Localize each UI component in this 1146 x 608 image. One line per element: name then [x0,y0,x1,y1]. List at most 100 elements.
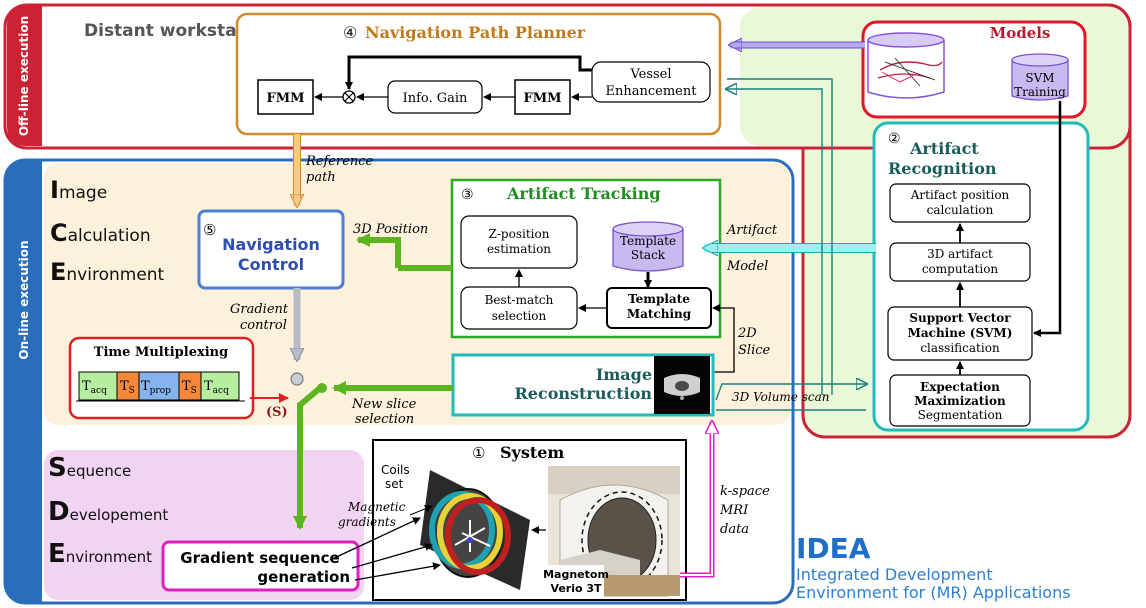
vessel-model-cylinder [867,32,945,99]
arrow-artifact-model-outline [712,243,876,253]
online-tab [6,160,42,602]
planner-box [235,12,722,136]
idea-title: IDEA [796,532,871,565]
ice-line-2: Calculation [50,219,151,247]
coils-label-1: Coils [381,463,410,477]
cell-tprop: Tprop [141,379,171,396]
models-title: Models [990,24,1051,42]
scanner-label-1: Magnetom [543,568,609,581]
zpos-2: estimation [487,242,551,256]
label-reference-2: path [306,170,336,185]
fmm-left-box [257,79,314,115]
label-slice-2: Slice [738,343,771,358]
info-gain-label: Info. Gain [403,91,468,106]
label-volume-scan: 3D Volume scan [732,390,829,404]
stack-1: Template [620,234,676,248]
recognition-title-1: Artifact [909,139,979,158]
label-gradient-1: Gradient [230,302,289,317]
teal-arrow-volume [715,384,866,401]
coils-illustration [420,470,530,590]
sde-line-3: Environment [48,539,152,569]
svm-label-2: Training [1014,85,1066,99]
planner-number: ④ [343,23,357,42]
switch-node-gray [290,372,304,386]
grad-label-2: gradients [338,515,396,529]
svm-label-1: SVM [1025,71,1054,85]
vessel-label-1: Vessel [629,67,671,82]
svm-class-1: Support Vector [909,311,1011,325]
sde-line-2: Developement [48,497,168,527]
multiplex-timeline [76,371,245,402]
reconstruction-title-1: Image [596,365,652,384]
svm-training-cylinder [1011,53,1069,101]
idea-line-2: Environment for (MR) Applications [796,583,1071,602]
svm-class-2: Machine (SVM) [908,326,1013,340]
arrow-seq-coils-3 [354,562,441,581]
svm-class-3: classification [920,341,1000,355]
arrow-2d-slice [710,304,735,373]
multiplier-cross [344,92,354,102]
planner-title: Navigation Path Planner [365,23,586,42]
teal-arrow-vessel-2 [727,78,833,395]
idea-line-1: Integrated Development [796,565,993,584]
navigation-title-1: Navigation [222,235,320,254]
arrow-kspace-inner [680,428,713,576]
offline-tab [7,5,42,146]
label-reference-1: Reference [305,154,374,169]
cell-ts-1: TS [120,379,135,396]
label-kspace-2: MRI [719,503,749,518]
cell-ts-2: TS [182,379,197,396]
mri-slice-image [654,356,710,414]
em-seg-3: Segmentation [918,408,1003,422]
arrow-grad-label [409,504,433,516]
switch-lever [298,385,322,408]
em-seg-2: Maximization [914,394,1006,408]
template-stack-cylinder [612,221,684,272]
vessel-box [591,61,711,103]
online-label: On-line execution [17,240,31,359]
label-3d-position: 3D Position [353,222,428,237]
workstation-label: Distant workstation [84,21,274,41]
sde-line-1: Sequence [48,453,131,483]
position-calc-1: Artifact position [910,188,1010,202]
label-new-slice-2: selection [355,412,414,427]
em-seg-1: Expectation [920,380,1000,394]
artifact-3d-2: computation [922,262,999,276]
matching-1: Template [628,292,690,306]
ice-line-1: Image [50,176,107,204]
scanner-label-2: Verio 3T [550,582,602,595]
position-calc-box [889,183,1031,223]
stack-2: Stack [631,248,666,262]
label-artifact-1: Artifact [726,223,778,238]
artifact-3d-1: 3D artifact [927,247,993,261]
recognition-title-2: Recognition [888,159,997,178]
recognition-number: ② [888,131,901,147]
arrow-3d-position [356,233,401,268]
matching-2: Matching [627,307,692,321]
navigation-title-2: Control [238,255,304,274]
navigation-box [197,209,345,290]
teal-arrow-vessel [727,89,823,395]
best-match-2: selection [492,309,547,323]
label-gradient-2: control [240,318,287,333]
scanner-caption-bg [548,565,604,597]
system-number: ① [472,444,485,462]
arrow-seq-coils-2 [351,543,433,569]
label-kspace-3: data [720,522,749,537]
reconstruction-title-2: Reconstruction [515,384,653,403]
offline-label: Off-line execution [17,16,31,136]
arrow-reference-outline [293,134,301,198]
best-match-1: Best-match [485,293,554,307]
switch-label: (S) [266,405,288,420]
fmm-left-label: FMM [266,91,304,106]
arrow-models-planner-outline [735,41,865,49]
label-kspace-1: k-space [720,484,770,499]
cell-tacq-2: Tacq [204,379,229,396]
zpos-1: Z-position [489,227,550,241]
arrow-svm-training [1033,101,1062,337]
position-calc-2: calculation [927,203,994,217]
system-title: System [500,443,564,462]
gradient-seq-2: generation [257,568,350,586]
label-slice-1: 2D [737,326,757,341]
